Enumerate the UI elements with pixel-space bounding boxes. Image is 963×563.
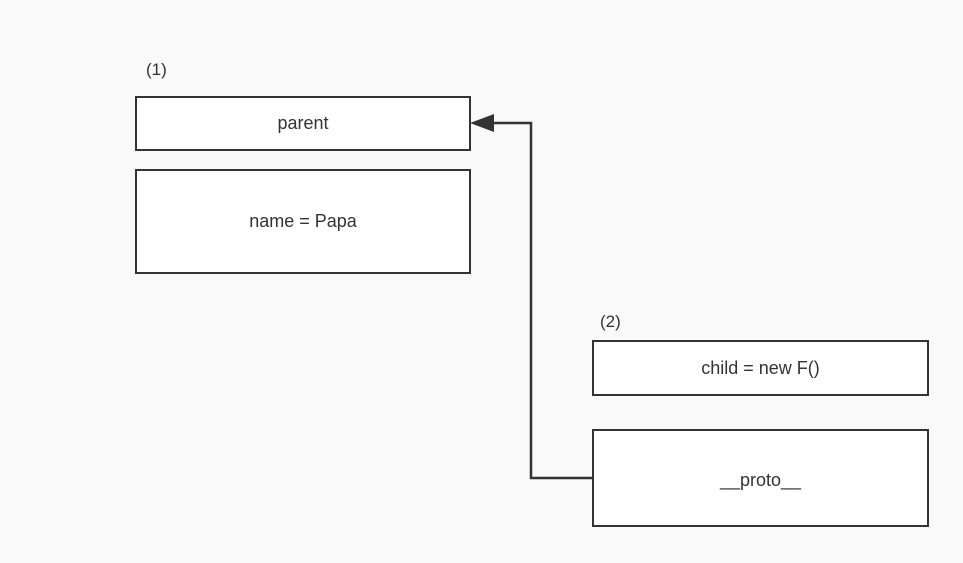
group-1-label: (1) — [146, 60, 167, 79]
child-box-text: child = new F() — [701, 357, 820, 378]
proto-box: __proto__ — [592, 429, 929, 527]
proto-box-text: __proto__ — [719, 469, 802, 490]
parent-properties-text: name = Papa — [249, 211, 357, 231]
parent-box: parent — [135, 96, 471, 151]
group-2-label: (2) — [600, 312, 621, 331]
arrowhead-icon — [470, 114, 494, 132]
parent-properties-box: name = Papa — [135, 169, 471, 274]
child-box: child = new F() — [592, 340, 929, 396]
proto-link-line — [494, 121, 593, 480]
parent-box-text: parent — [277, 113, 329, 133]
